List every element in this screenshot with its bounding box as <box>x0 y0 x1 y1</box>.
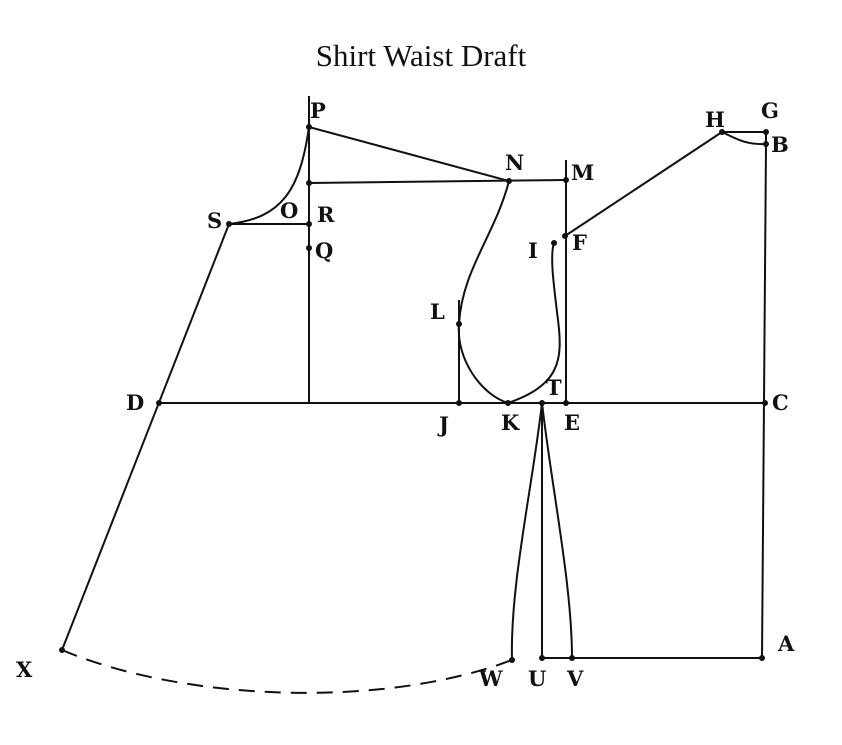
point-q-dot <box>306 245 312 251</box>
label-b: B <box>771 132 789 157</box>
line-h-f <box>564 131 723 237</box>
label-m: M <box>571 160 594 185</box>
label-q: Q <box>315 238 333 263</box>
label-o: O <box>280 198 298 223</box>
point-upper-dot <box>306 180 312 186</box>
label-a: A <box>777 631 795 656</box>
point-r-dot <box>306 221 312 227</box>
label-f: F <box>572 230 587 255</box>
label-i: I <box>528 238 538 263</box>
point-g-dot <box>763 129 769 135</box>
point-d-dot <box>156 400 162 406</box>
neck-curve-s-p <box>228 126 310 225</box>
line-p-m <box>308 179 567 184</box>
point-v-dot <box>569 655 575 661</box>
label-j: J <box>437 412 449 437</box>
hook-curve-h-b <box>721 131 767 146</box>
label-x: X <box>16 657 33 682</box>
label-l: L <box>430 299 445 324</box>
point-l-dot <box>456 321 462 327</box>
diagram-title: Shirt Waist Draft <box>315 38 527 73</box>
point-a-dot <box>759 655 765 661</box>
label-c: C <box>772 390 789 415</box>
dart-curve-w <box>510 402 543 661</box>
label-s: S <box>207 208 222 233</box>
armhole-curve-back <box>507 242 561 404</box>
line-p-n <box>308 126 510 182</box>
label-h: H <box>705 107 725 132</box>
point-c-dot <box>762 400 768 406</box>
label-p: P <box>310 98 326 123</box>
point-p-dot <box>306 124 312 130</box>
point-b-dot <box>763 141 769 147</box>
point-j-dot <box>456 400 462 406</box>
point-m-dot <box>563 177 569 183</box>
dart-curve-v <box>541 402 573 659</box>
label-k: K <box>501 410 520 435</box>
label-w: W <box>478 666 503 691</box>
point-e-dot <box>563 400 569 406</box>
label-r: R <box>317 202 335 227</box>
point-n-dot <box>506 178 512 184</box>
point-i-dot <box>551 240 557 246</box>
point-t-dot <box>539 400 545 406</box>
point-w-dot <box>509 657 515 663</box>
hem-curve-x-w <box>61 649 513 694</box>
point-u-dot <box>539 655 545 661</box>
label-u: U <box>528 666 546 691</box>
label-d: D <box>126 390 144 415</box>
line-s-x <box>61 223 230 651</box>
label-v: V <box>566 666 584 691</box>
label-e: E <box>564 410 580 435</box>
point-markers <box>59 124 769 663</box>
point-s-dot <box>226 221 232 227</box>
point-k-dot <box>505 400 511 406</box>
point-x-dot <box>59 647 65 653</box>
label-n: N <box>505 150 524 175</box>
point-h-dot <box>719 129 725 135</box>
label-t: T <box>546 375 562 400</box>
label-g: G <box>761 98 779 123</box>
point-f-dot <box>562 233 568 239</box>
armhole-curve-front <box>457 180 510 404</box>
